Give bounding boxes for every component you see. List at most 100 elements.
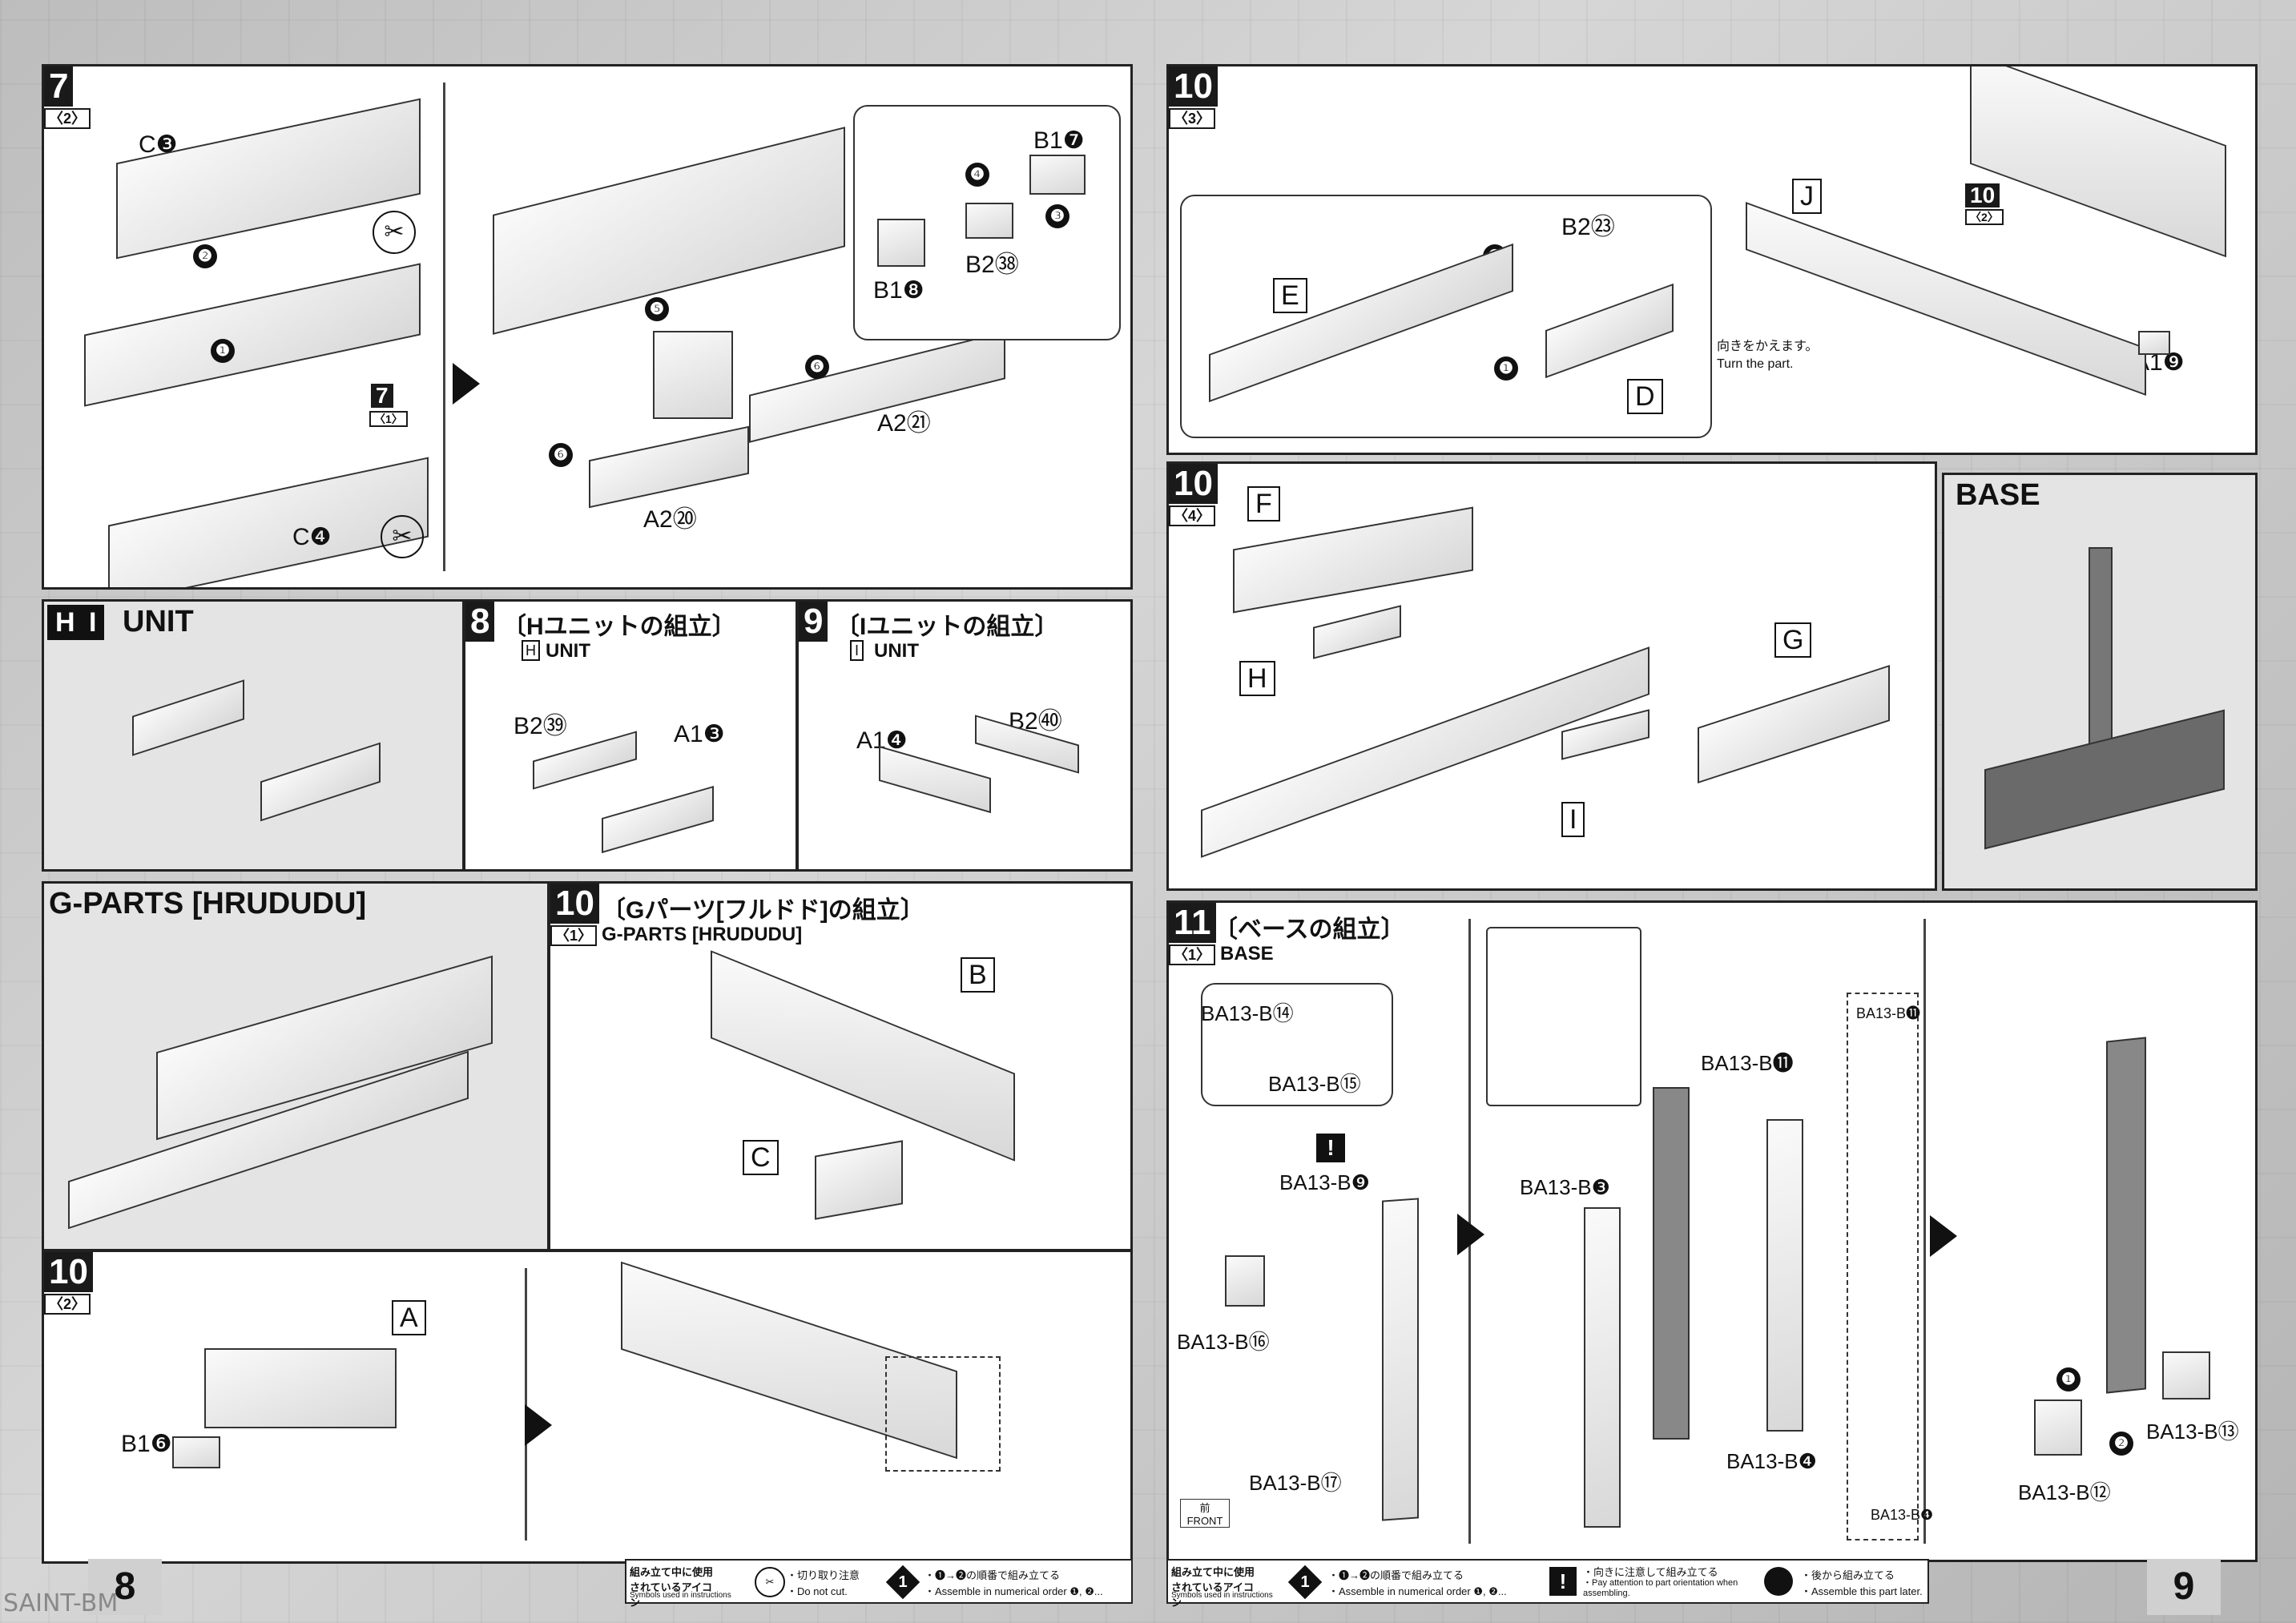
label-b2-23: B2㉓ [1561,214,1615,240]
later-icon [1764,1567,1793,1596]
step10-3-panel: 10 〈3〉 E D B2㉓ J A1❾ 10 〈2〉 向きをかえます。 Tur… [1166,64,2258,455]
label-a2-21: A2㉑ [877,410,931,437]
footer-right: 組み立て中に使用されているアイコン Symbols used in instru… [1166,1559,1929,1609]
note-jp: 向きをかえます。 [1717,340,1819,353]
label-a2-20: A2⑳ [643,506,697,533]
seq-6b: ❻ [805,355,829,379]
order-icon-label: 1 [1300,1573,1310,1591]
label-ba13-b15: BA13-B⑮ [1268,1072,1361,1096]
order-icon: 1 [885,1565,920,1600]
step-number: 10 [550,884,599,924]
part-ba13-b12 [2034,1399,2082,1456]
seq-6: ❻ [549,443,573,467]
part-h [1313,605,1401,659]
step-number: 10 [1169,66,1218,107]
footer-left: 組み立て中に使用されているアイコン Symbols used in instru… [625,1559,1133,1609]
label-f: F [1247,486,1280,522]
label-e: E [1273,278,1307,313]
label-h-box: H [47,605,83,640]
step8-panel: 8 〔Hユニットの組立〕 H UNIT B2㊴ A1❸ [463,599,798,872]
part-a2-20 [589,425,749,509]
next-arrow-icon [1930,1215,1957,1257]
part-h [132,679,244,756]
label-ba13-b14: BA13-B⑭ [1201,1001,1294,1025]
attention-icon: ! [1549,1567,1577,1596]
part-assembled-stand [2106,1037,2146,1394]
gparts-title: G-PARTS [HRUDUDU] [49,887,367,920]
hi-unit-title: UNIT [123,605,194,638]
label-b1-8: B1❽ [873,277,924,304]
part-a1-9 [2138,331,2170,355]
front-icon: 前 FRONT [1180,1499,1230,1528]
ref-step-substep: 〈2〉 [1965,209,2004,225]
footer-title-en: Symbols used in instructions [1171,1591,1273,1600]
label-ba13-b11: BA13-B⓫ [1701,1051,1794,1075]
cut-icon: ✂ [755,1567,785,1597]
part-ba13-b4 [1766,1119,1803,1432]
i-box: I [850,640,864,661]
step-number: 7 [44,66,74,107]
label-i-box: I [81,605,105,640]
seq-4: ❹ [965,163,989,187]
part-b1-6 [172,1436,220,1468]
step11-panel: 11 〈1〉 〔ベースの組立〕 BASE BA13-B⑭ BA13-B⑮ ! B… [1166,900,2258,1562]
label-ba13-b9: BA13-B❾ [1279,1170,1370,1194]
base-title: BASE [1956,478,2040,512]
divider [443,83,445,571]
label-ba13-b13: BA13-B⑬ [2146,1420,2239,1444]
step9-panel: 9 〔Iユニットの組立〕 I UNIT A1❹ B2㊵ [796,599,1133,872]
step8-subtitle: UNIT [546,640,590,662]
label-b2-38: B2㊳ [965,252,1019,278]
part-b1-8 [877,219,925,267]
part-f [1233,506,1473,614]
order-icon: 1 [1287,1565,1323,1600]
part-a1-4 [879,745,991,814]
next-arrow-icon [453,363,480,405]
label-b1-7: B1❼ [1033,127,1085,154]
step-substep: 〈1〉 [550,925,598,946]
label-b: B [961,957,995,993]
label-ba13-b4b: BA13-B❹ [1871,1507,1934,1523]
step7-panel: 7 〈2〉 C❸ C❹ ❷ ❶ ✂ ✂ 7 〈1〉 A2㉑ A2⑳ ❺ ❻ ❻ … [42,64,1133,590]
step8-title: 〔Hユニットの組立〕 [502,614,736,640]
part-frame-upper [84,263,421,407]
seq-5: ❺ [645,297,669,321]
part-b1-7 [1029,155,1086,195]
part-ba13-b3 [1584,1207,1621,1528]
footer-attn-en: ・Pay attention to part orientation when … [1583,1578,1738,1598]
page-number-left: 8 [88,1559,162,1615]
seq-2: ❷ [193,244,217,268]
part-ba13-b17 [1382,1198,1419,1521]
note-en: Turn the part. [1717,357,1794,371]
step-number: 8 [465,602,495,642]
step11-subtitle: BASE [1220,943,1274,965]
front-label-en: FRONT [1186,1515,1223,1527]
part-g-body [1970,66,2226,258]
detail-callout [1486,927,1641,1106]
part-ba13-b16 [1225,1255,1265,1307]
label-a: A [392,1300,426,1335]
step-number: 10 [1169,464,1218,504]
label-c3: C❸ [139,131,178,158]
label-ba13-b3: BA13-B❸ [1520,1175,1610,1199]
label-ba13-b17: BA13-B⑰ [1249,1471,1342,1495]
divider [1923,919,1926,1544]
step10-2-panel: 10 〈2〉 A B1❻ [42,1250,1133,1564]
label-ba13-b12: BA13-B⑫ [2018,1480,2111,1504]
footer-order-en: ・Assemble in numerical order ❶, ❷... [924,1585,1103,1597]
watermark: SAINT-BM [3,1589,119,1617]
step-substep: 〈4〉 [1169,505,1216,526]
step-substep: 〈2〉 [44,1294,91,1315]
footer-later-jp: ・後から組み立てる [1801,1569,1895,1581]
part-center-block [653,331,733,419]
footer-order-jp: ・❶→❷の順番で組み立てる [924,1569,1061,1581]
hi-unit-panel: H I UNIT [42,599,465,872]
dash-region [885,1356,1001,1472]
label-b2-39: B2㊴ [514,713,567,739]
label-h: H [1239,661,1275,696]
detail-callout [1201,983,1393,1106]
footer-title-en: Symbols used in instructions [630,1591,731,1600]
part-a1-3 [602,785,714,854]
label-c: C [743,1140,779,1175]
